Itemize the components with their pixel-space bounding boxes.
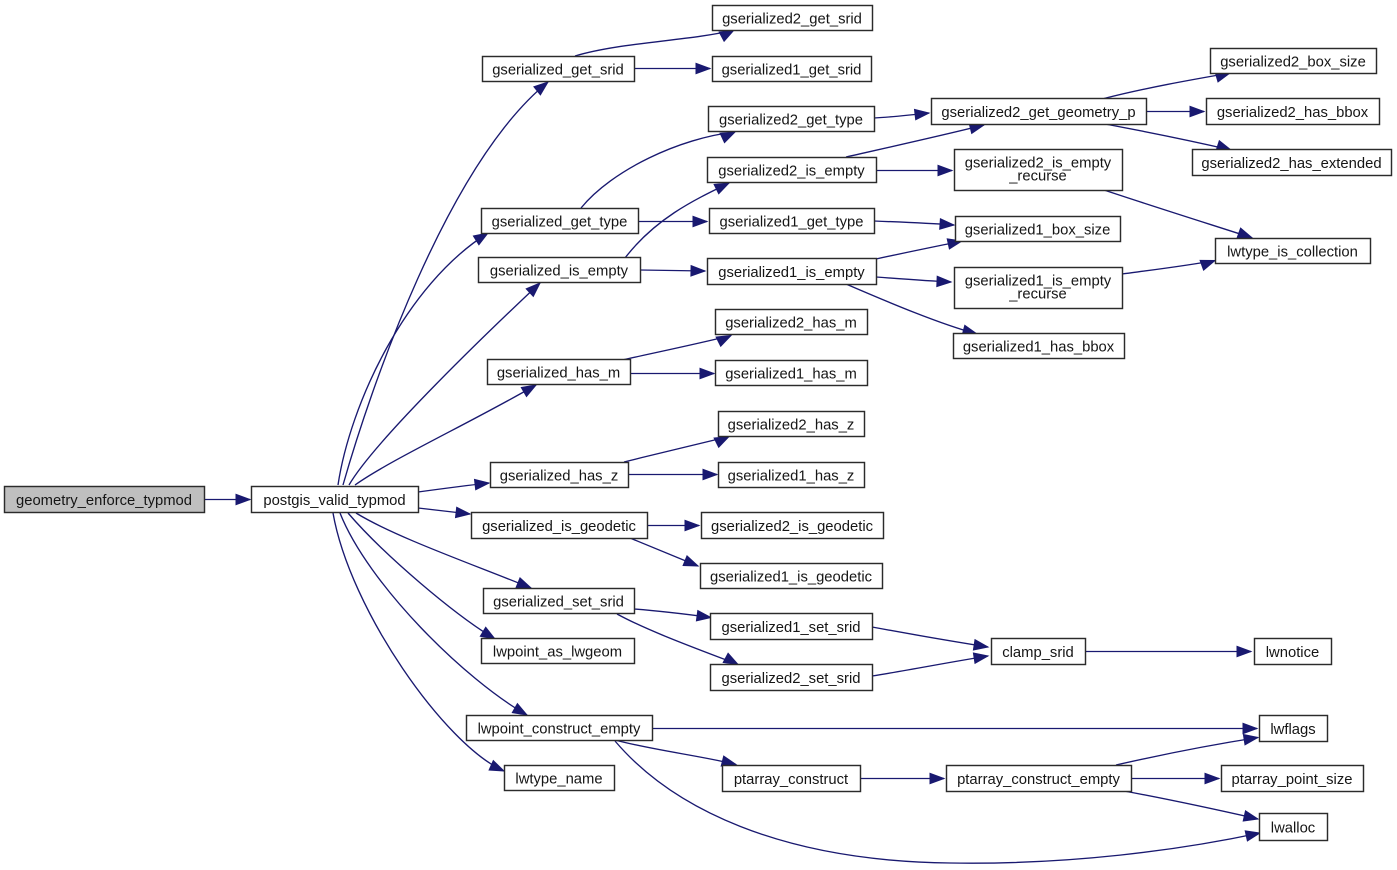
svg-text:gserialized_has_m: gserialized_has_m bbox=[497, 365, 620, 381]
svg-text:gserialized1_has_z: gserialized1_has_z bbox=[728, 468, 855, 484]
svg-text:gserialized2_box_size: gserialized2_box_size bbox=[1220, 54, 1366, 70]
svg-text:gserialized2_get_geometry_p: gserialized2_get_geometry_p bbox=[941, 105, 1135, 121]
svg-text:postgis_valid_typmod: postgis_valid_typmod bbox=[263, 493, 405, 509]
svg-text:ptarray_point_size: ptarray_point_size bbox=[1232, 772, 1353, 788]
svg-text:clamp_srid: clamp_srid bbox=[1002, 645, 1074, 661]
svg-text:gserialized1_set_srid: gserialized1_set_srid bbox=[721, 620, 860, 636]
svg-text:_recurse: _recurse bbox=[1008, 287, 1067, 303]
svg-text:_recurse: _recurse bbox=[1008, 169, 1067, 185]
svg-text:gserialized2_is_geodetic: gserialized2_is_geodetic bbox=[711, 519, 874, 535]
svg-text:lwflags: lwflags bbox=[1270, 722, 1315, 738]
svg-text:lwpoint_construct_empty: lwpoint_construct_empty bbox=[478, 721, 641, 737]
svg-text:gserialized1_is_empty: gserialized1_is_empty bbox=[718, 265, 865, 281]
svg-text:gserialized_get_type: gserialized_get_type bbox=[492, 214, 628, 230]
svg-text:gserialized2_get_type: gserialized2_get_type bbox=[719, 112, 863, 128]
svg-text:gserialized1_has_m: gserialized1_has_m bbox=[725, 366, 857, 382]
svg-text:ptarray_construct: ptarray_construct bbox=[734, 772, 848, 788]
svg-text:gserialized1_is_geodetic: gserialized1_is_geodetic bbox=[710, 569, 873, 585]
svg-text:lwpoint_as_lwgeom: lwpoint_as_lwgeom bbox=[493, 644, 622, 660]
svg-text:gserialized1_get_type: gserialized1_get_type bbox=[720, 214, 864, 230]
svg-text:ptarray_construct_empty: ptarray_construct_empty bbox=[957, 772, 1120, 788]
svg-text:gserialized_get_srid: gserialized_get_srid bbox=[492, 62, 624, 78]
svg-text:gserialized_has_z: gserialized_has_z bbox=[500, 468, 618, 484]
svg-text:gserialized2_has_bbox: gserialized2_has_bbox bbox=[1217, 105, 1369, 121]
svg-text:gserialized1_get_srid: gserialized1_get_srid bbox=[722, 62, 862, 78]
svg-text:lwtype_is_collection: lwtype_is_collection bbox=[1227, 244, 1358, 260]
svg-text:geometry_enforce_typmod: geometry_enforce_typmod bbox=[16, 493, 192, 509]
svg-text:lwnotice: lwnotice bbox=[1266, 645, 1319, 661]
svg-text:lwtype_name: lwtype_name bbox=[515, 771, 602, 787]
svg-text:lwalloc: lwalloc bbox=[1271, 820, 1316, 836]
svg-text:gserialized_set_srid: gserialized_set_srid bbox=[493, 594, 624, 610]
svg-text:gserialized2_has_z: gserialized2_has_z bbox=[728, 417, 855, 433]
svg-text:gserialized1_is_empty: gserialized1_is_empty bbox=[965, 274, 1112, 290]
svg-text:gserialized_is_empty: gserialized_is_empty bbox=[490, 263, 629, 279]
svg-text:gserialized2_set_srid: gserialized2_set_srid bbox=[721, 671, 860, 687]
svg-text:gserialized2_get_srid: gserialized2_get_srid bbox=[722, 11, 862, 27]
svg-text:gserialized2_is_empty: gserialized2_is_empty bbox=[965, 156, 1112, 172]
svg-text:gserialized_is_geodetic: gserialized_is_geodetic bbox=[482, 519, 636, 535]
svg-text:gserialized2_has_m: gserialized2_has_m bbox=[725, 315, 857, 331]
svg-text:gserialized2_has_extended: gserialized2_has_extended bbox=[1201, 156, 1381, 172]
svg-text:gserialized1_has_bbox: gserialized1_has_bbox bbox=[963, 339, 1115, 355]
svg-text:gserialized2_is_empty: gserialized2_is_empty bbox=[718, 163, 865, 179]
svg-text:gserialized1_box_size: gserialized1_box_size bbox=[965, 222, 1111, 238]
